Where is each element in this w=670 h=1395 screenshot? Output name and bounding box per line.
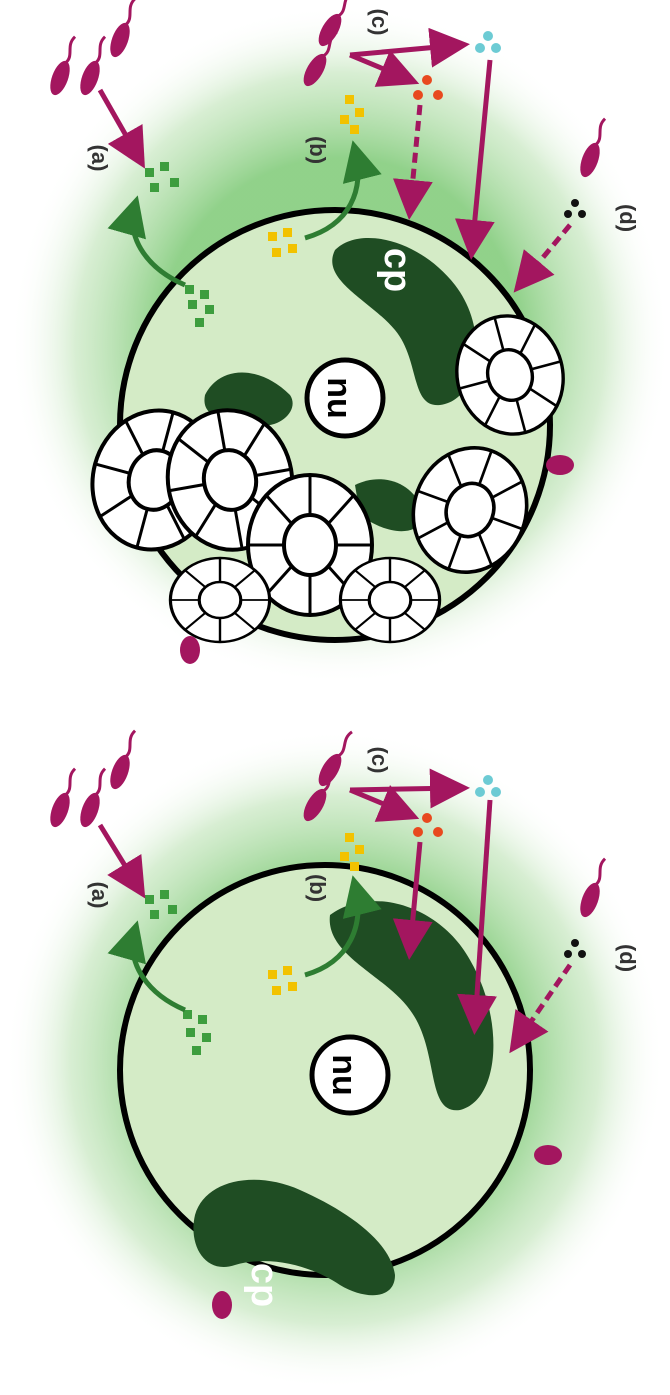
chloroplast-label-bottom: cp (243, 1263, 285, 1307)
coccolith-plate-icon (340, 558, 439, 642)
bottom-cell-panel: cp nu (5, 728, 665, 1390)
label-c-top: (c) (367, 9, 392, 36)
chloroplast-label-top: cp (376, 248, 418, 292)
bacterium-icon (180, 636, 200, 664)
bacterium-icon (46, 34, 82, 98)
label-b-bottom: (b) (305, 874, 330, 902)
bacterium-icon (76, 766, 112, 830)
bacterium-icon (106, 728, 142, 792)
top-cell-panel: cp nu (10, 0, 670, 685)
nucleus-label-bottom: nu (325, 1054, 363, 1096)
nucleus-label-top: nu (320, 377, 358, 419)
bacterium-icon (46, 766, 82, 830)
label-c-bottom: (c) (367, 747, 392, 774)
label-a-top: (a) (87, 145, 112, 172)
label-a-bottom: (a) (87, 882, 112, 909)
label-d-top: (d) (615, 204, 640, 232)
bacteria-arrow (350, 788, 460, 790)
label-d-bottom: (d) (615, 944, 640, 972)
bacterium-icon (546, 455, 574, 475)
bacterium-icon (534, 1145, 562, 1165)
bacterium-icon (76, 34, 112, 98)
coccolith-plate-icon (170, 558, 269, 642)
bacterium-icon (106, 0, 142, 60)
bacterium-icon (212, 1291, 232, 1319)
label-b-top: (b) (305, 136, 330, 164)
